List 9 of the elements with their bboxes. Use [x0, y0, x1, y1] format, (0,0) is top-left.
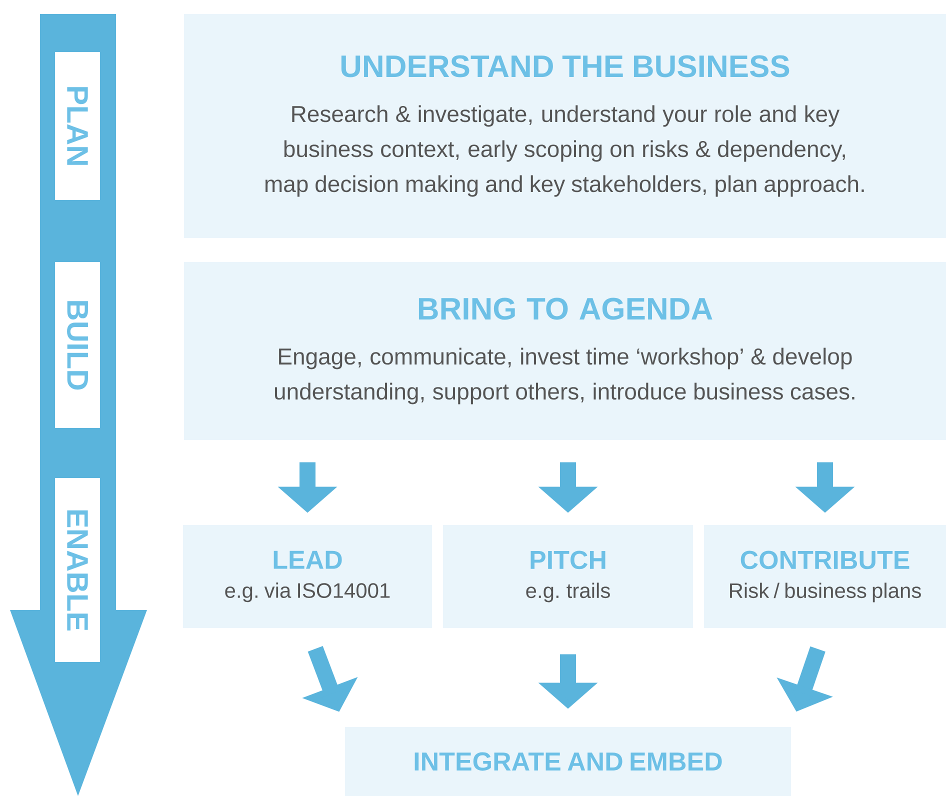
stage-label: ENABLE	[55, 478, 100, 662]
process-box: BRING TO AGENDA Engage, communicate, invest time ‘workshop’ & develop understanding, support others, introduce business cases.	[184, 262, 946, 440]
stage-label: BUILD	[55, 262, 100, 428]
process-box: INTEGRATE AND EMBED	[345, 727, 791, 796]
stage-label: PLAN	[55, 52, 100, 200]
process-box: UNDERSTAND THE BUSINESS Research & investigate, understand your role and key business context, early scoping on risks & dependency, map decision making and key stakeholders, plan approach.	[184, 14, 946, 238]
process-box: LEAD e.g. via ISO14001	[183, 525, 432, 628]
process-box: PITCH e.g. trails	[443, 525, 693, 628]
process-box: CONTRIBUTE Risk / business plans	[704, 525, 946, 628]
